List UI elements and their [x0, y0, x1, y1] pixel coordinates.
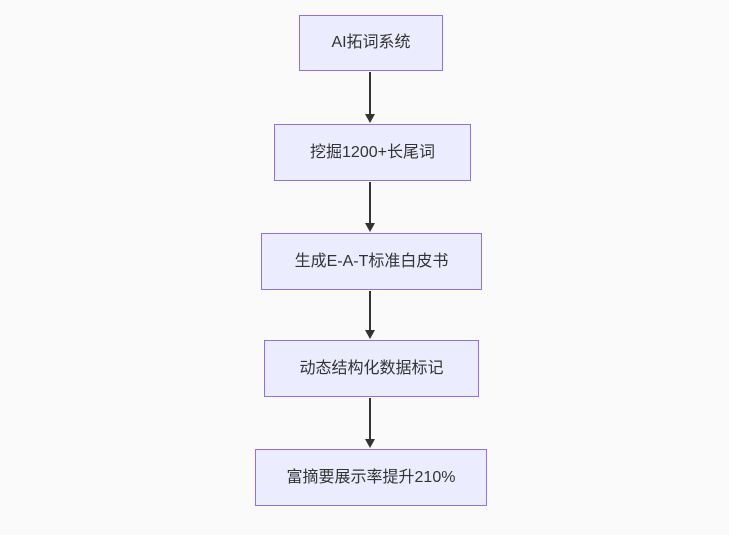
arrowhead-down-icon [365, 114, 375, 123]
flow-node-label: 富摘要展示率提升210% [286, 468, 456, 486]
flow-node-label: AI拓词系统 [331, 34, 411, 52]
arrow-line [369, 398, 371, 442]
flow-arrow-4 [364, 398, 376, 448]
flow-node-rich-snippet-result: 富摘要展示率提升210% [255, 449, 487, 506]
flow-node-label: 生成E-A-T标准白皮书 [294, 252, 449, 270]
flow-arrow-3 [364, 291, 376, 339]
flow-node-ai-word-system: AI拓词系统 [299, 15, 443, 71]
flow-node-label: 动态结构化数据标记 [299, 359, 444, 377]
flow-node-label: 挖掘1200+长尾词 [310, 143, 435, 161]
flow-node-eat-whitepaper: 生成E-A-T标准白皮书 [261, 233, 482, 290]
arrow-line [369, 72, 371, 117]
arrow-line [369, 182, 371, 226]
flow-node-structured-data: 动态结构化数据标记 [264, 340, 479, 397]
arrowhead-down-icon [365, 330, 375, 339]
arrow-line [369, 291, 371, 333]
arrowhead-down-icon [365, 223, 375, 232]
flow-arrow-2 [364, 182, 376, 232]
flow-arrow-1 [364, 72, 376, 123]
flow-node-longtail-keywords: 挖掘1200+长尾词 [274, 124, 471, 181]
arrowhead-down-icon [365, 439, 375, 448]
